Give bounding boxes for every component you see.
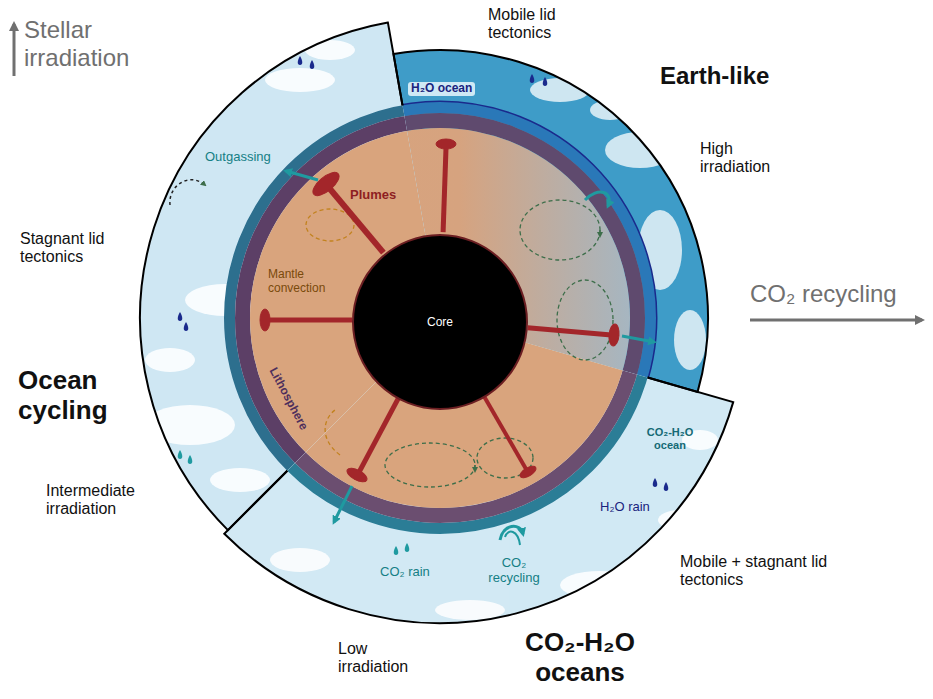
axis-arrow <box>750 319 922 322</box>
sector-outline <box>140 23 733 623</box>
tectonics-label: Mobile + stagnant lid tectonics <box>680 553 845 590</box>
axis-arrow <box>13 24 16 76</box>
axis-label: Stellar irradiation <box>24 16 194 71</box>
circulation-arrow <box>170 180 205 205</box>
regime-title: CO₂-H₂O oceans <box>505 628 655 688</box>
process-label: Mantle convection <box>268 268 338 296</box>
volatile-arrow <box>286 171 654 545</box>
convection-cells <box>306 209 354 455</box>
rain-label: H₂O rain <box>600 500 650 515</box>
irradiation-label: Low irradiation <box>338 640 428 677</box>
tectonics-label: Mobile lid tectonics <box>488 6 598 43</box>
mantle-plume <box>260 139 620 485</box>
core-circle: Core <box>352 234 528 410</box>
tectonics-label: Stagnant lid tectonics <box>20 230 130 267</box>
irradiation-label: Intermediate irradiation <box>46 482 171 519</box>
ocean-label: H₂O ocean <box>408 82 475 96</box>
process-label: CO₂ recycling <box>478 556 550 586</box>
regime-title: Ocean cycling <box>18 366 148 426</box>
axis-label: CO₂ recycling <box>750 280 897 308</box>
process-label: Outgassing <box>205 150 271 165</box>
ocean-label: CO₂-H₂O ocean <box>634 426 706 451</box>
regime-title: Earth-like <box>660 62 769 90</box>
raindrop <box>178 56 669 555</box>
co2-ocean-sector <box>135 13 745 623</box>
core-label: Core <box>427 315 453 329</box>
rain-label: CO₂ rain <box>380 565 430 580</box>
irradiation-label: High irradiation <box>700 140 800 177</box>
part-label: Plumes <box>350 188 396 203</box>
